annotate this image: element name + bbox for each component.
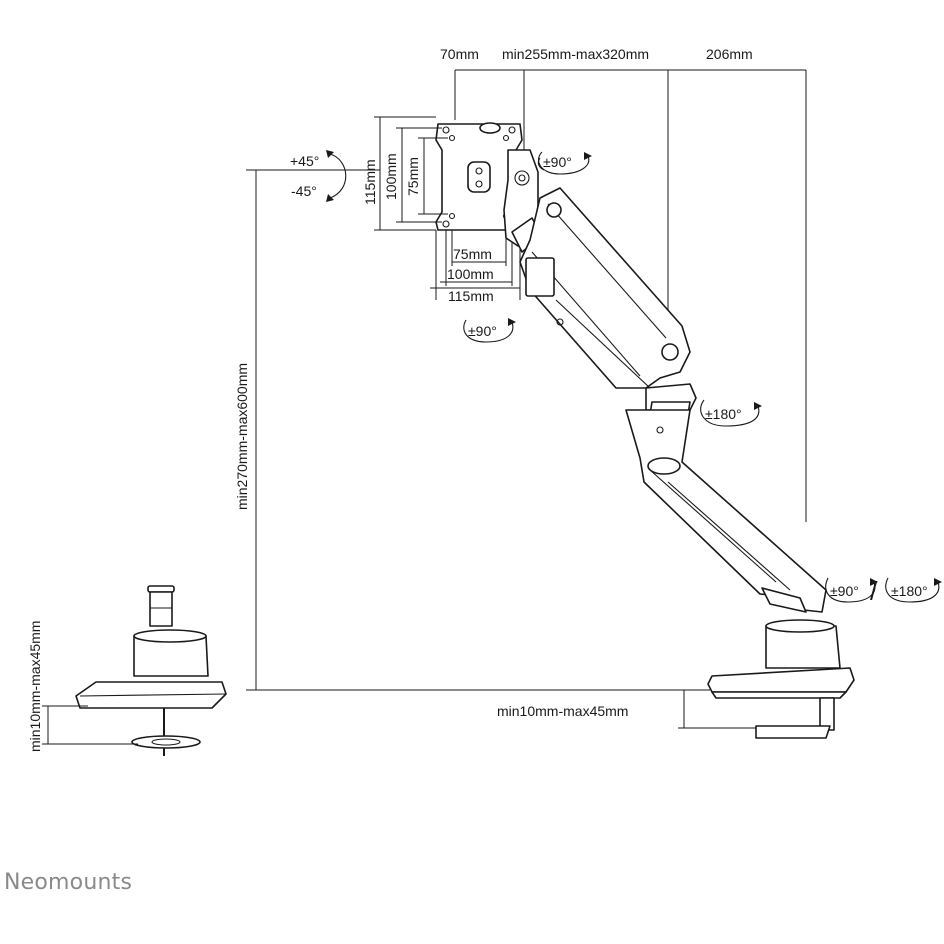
elbow-swivel-indicator xyxy=(700,399,762,427)
dim-vesa-75-horizontal: 75mm xyxy=(453,246,492,262)
dim-desk-thickness-clamp: min10mm-max45mm xyxy=(497,703,628,719)
base-swivel-90-label: ±90° xyxy=(830,583,859,599)
head-swivel-label: ±90° xyxy=(543,154,572,170)
vesa-horizontal-dim-lines xyxy=(430,230,521,300)
tilt-arrowhead-icon xyxy=(326,150,334,202)
dim-vesa-75-vertical: 75mm xyxy=(405,157,421,196)
tilt-arrow-icon xyxy=(329,153,347,199)
elbow-swivel-label: ±180° xyxy=(705,406,742,422)
head-swivel-indicator xyxy=(537,151,592,175)
dim-vesa-115-vertical: 115mm xyxy=(362,159,378,205)
base-swivel-indicators xyxy=(825,577,942,603)
tilt-down-label: -45° xyxy=(291,183,317,199)
upper-arm xyxy=(519,187,691,389)
dim-top-left-offset: 70mm xyxy=(440,46,479,62)
dim-vesa-100-horizontal: 100mm xyxy=(447,266,494,282)
base-swivel-180-label: ±180° xyxy=(891,583,928,599)
dim-height-range: min270mm-max600mm xyxy=(234,363,250,510)
dim-arm-reach: min255mm-max320mm xyxy=(502,46,649,62)
dim-vesa-115-horizontal: 115mm xyxy=(448,288,494,304)
vesa-vertical-dim-lines xyxy=(374,116,448,231)
grommet-thickness-dim-lines xyxy=(42,705,138,745)
head-rotation-label: ±90° xyxy=(468,323,497,339)
base-swivel-separator: / xyxy=(870,576,878,606)
lower-arm xyxy=(625,409,827,613)
desk-clamp-base xyxy=(707,619,855,739)
clamp-thickness-dim-lines xyxy=(678,690,756,729)
top-dimension-lines xyxy=(454,69,807,522)
grommet-base xyxy=(75,585,227,756)
dim-base-offset: 206mm xyxy=(706,46,753,62)
height-dimension-lines xyxy=(246,169,710,691)
tilt-up-label: +45° xyxy=(290,153,319,169)
brand-logo: Neomounts xyxy=(4,870,133,895)
head-rotation-indicator xyxy=(463,318,516,343)
dim-vesa-100-vertical: 100mm xyxy=(383,153,399,200)
dim-desk-thickness-grommet: min10mm-max45mm xyxy=(27,621,43,752)
